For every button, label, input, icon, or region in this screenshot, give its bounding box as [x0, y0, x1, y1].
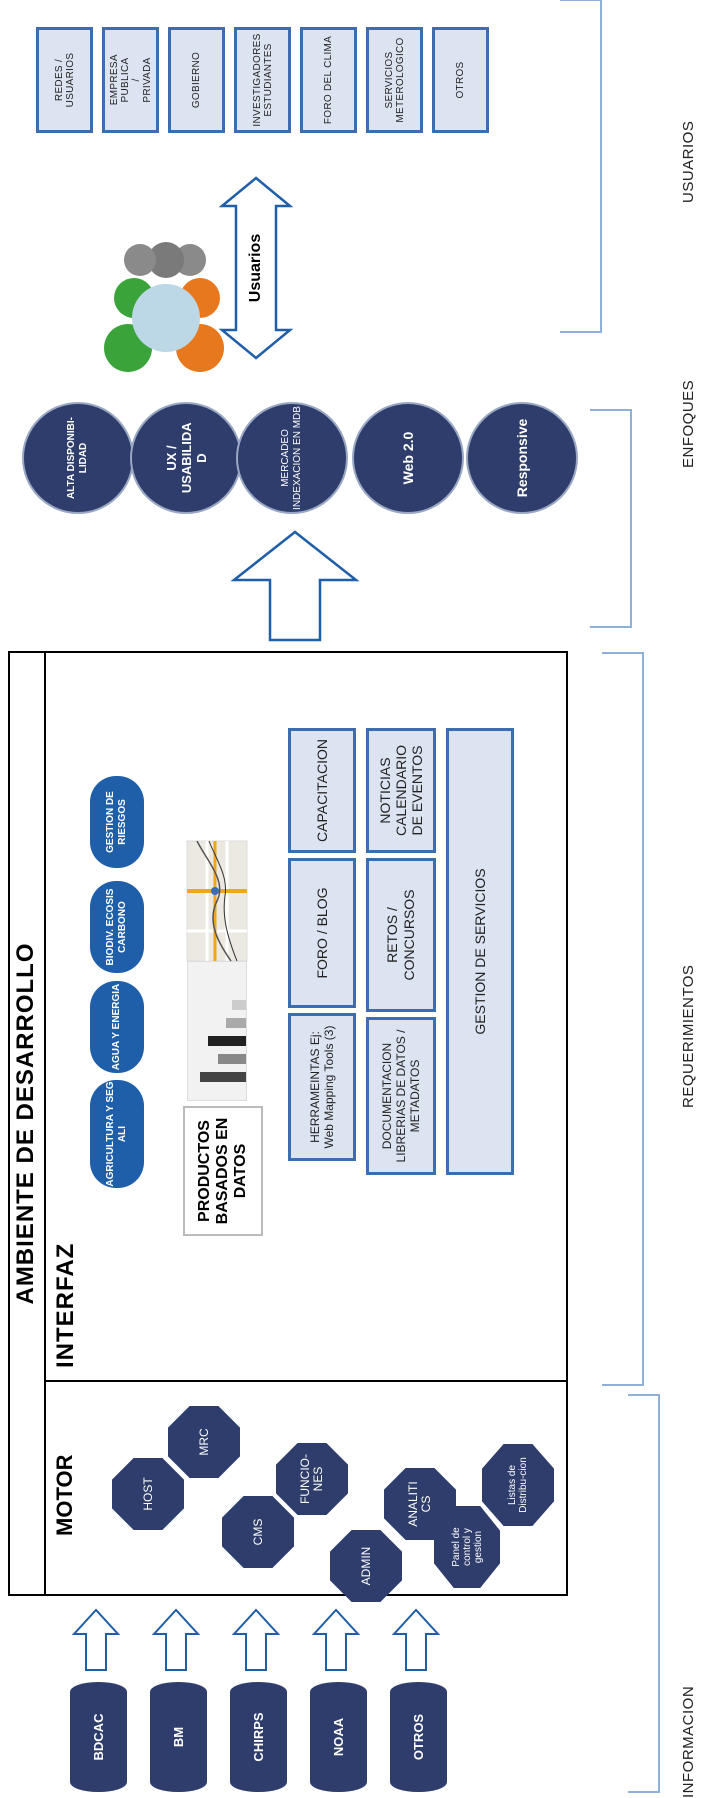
bar-chart-thumbnail-icon [187, 961, 247, 1101]
motor-listas: Listas de Distribu-cion [482, 1444, 554, 1526]
motor-admin: ADMIN [330, 1530, 402, 1602]
source-bm: BM [150, 1682, 207, 1792]
usuario-redes: REDES / USUARIOS [36, 27, 93, 133]
map-thumbnail-icon [186, 840, 248, 962]
arrow-bm-icon [151, 1608, 201, 1671]
box-retos: RETOS / CONCURSOS [366, 858, 436, 1012]
enfoque-responsive: Responsive [466, 402, 578, 514]
arrow-noaa-icon [311, 1608, 361, 1671]
arrow-otros-icon [391, 1608, 441, 1671]
box-gestion-servicios: GESTION DE SERVICIOS [446, 728, 514, 1175]
thumb-bar [200, 1072, 246, 1082]
label-enfoques: ENFOQUES [680, 379, 697, 468]
box-foro: FORO / BLOG [288, 858, 356, 1008]
motor-title: MOTOR [52, 1454, 77, 1536]
bracket-usuarios [560, 0, 602, 333]
ambiente-title-divider [44, 651, 46, 1596]
enfoque-ux-usabilidad: UX / USABILIDA D [130, 402, 242, 514]
big-arrow-icon [230, 530, 360, 642]
label-usuarios: USUARIOS [680, 120, 697, 203]
usuario-gobierno: GOBIERNO [168, 27, 225, 133]
ambiente-title: AMBIENTE DE DESARROLLO [12, 942, 39, 1305]
source-otros: OTROS [390, 1682, 447, 1792]
label-informacion: INFORMACION [680, 1685, 697, 1798]
bracket-informacion [628, 1394, 660, 1793]
pill-agricultura: AGRICULTURA Y SEG ALI [90, 1080, 144, 1188]
pill-biodiv: BIODIV. ECOSIS CARBONO [90, 881, 144, 973]
usuario-foro-clima: FORO DEL CLIMA [300, 27, 357, 133]
box-capacitacion: CAPACITACION [288, 728, 356, 853]
thumb-bar [232, 1000, 246, 1010]
box-herramientas: HERRAMEINTAS Ej: Web Mapping Tools (3) [288, 1013, 356, 1161]
enfoque-web20: Web 2.0 [352, 402, 464, 514]
thumb-bar [226, 1018, 246, 1028]
thumb-bar [208, 1036, 246, 1046]
box-documentacion: DOCUMENTACION LIBRERIAS DE DATOS / METAD… [366, 1017, 436, 1175]
productos-box: PRODUCTOS BASADOS EN DATOS [183, 1106, 263, 1236]
motor-mrc: MRC [168, 1406, 240, 1478]
label-requerimientos: REQUERIMIENTOS [680, 964, 697, 1108]
arrow-bdcac-icon [71, 1608, 121, 1671]
pill-gestion-riesgos: GESTION DE RIESGOS [90, 776, 144, 868]
usuario-empresa: EMPRESA PUBLICA / PRIVADA [102, 27, 159, 133]
source-chirps: CHIRPS [230, 1682, 287, 1792]
source-bdcac: BDCAC [70, 1682, 127, 1792]
motor-interfaz-divider [44, 1380, 568, 1382]
usuario-otros: OTROS [432, 27, 489, 133]
usuarios-arrow-label: Usuarios [247, 233, 264, 303]
motor-panel: Panel de control y gestion [434, 1506, 500, 1588]
source-noaa: NOAA [310, 1682, 367, 1792]
thumb-bar [218, 1054, 246, 1064]
motor-funciones: FUNCIO-NES [276, 1443, 348, 1515]
usuarios-double-arrow-icon [218, 176, 294, 360]
motor-host: HOST [112, 1458, 184, 1530]
enfoque-alta-disponibilidad: ALTA DISPONIBI-LIDAD [22, 402, 134, 514]
users-group-icon [104, 242, 224, 372]
motor-cms: CMS [222, 1496, 294, 1568]
interfaz-title: INTERFAZ [52, 1242, 79, 1368]
bracket-requerimientos [602, 652, 644, 1386]
pill-agua: AGUA Y ENERGIA [90, 981, 144, 1073]
usuario-servicios: SERVICIOS METEROLOGICO [366, 27, 423, 133]
usuario-investigadores: INVESTIGADORES ESTUDIANTES [234, 27, 291, 133]
enfoque-mercadeo: MERCADEO INDEXACION EN MDB [236, 402, 348, 514]
arrow-chirps-icon [231, 1608, 281, 1671]
box-noticias: NOTICIAS CALENDARIO DE EVENTOS [366, 728, 436, 853]
bracket-enfoques [590, 409, 632, 628]
